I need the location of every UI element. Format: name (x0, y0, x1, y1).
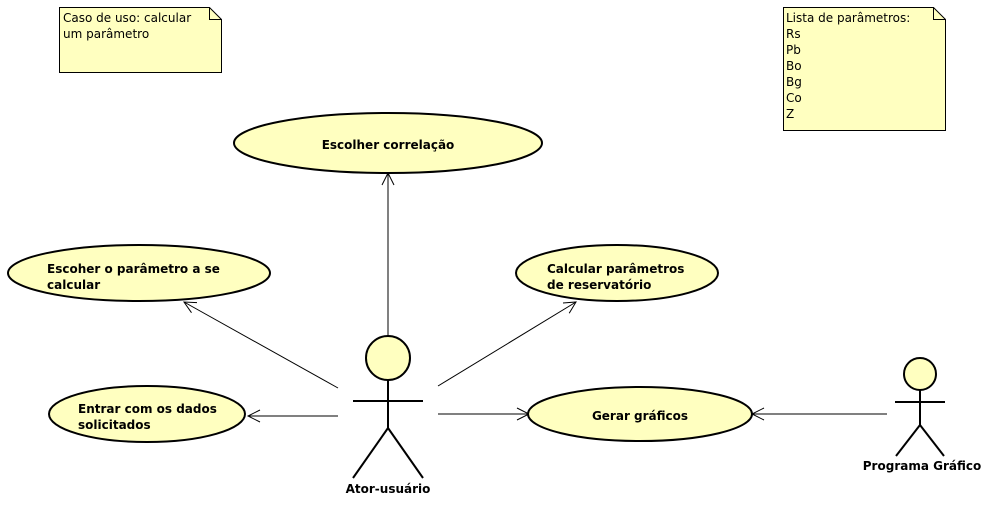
use-case-label: Gerar gráficos (592, 409, 688, 423)
actor-left-leg (352, 427, 389, 479)
param-bg: Bg (786, 75, 802, 89)
note-shape (783, 7, 946, 131)
note-line-2: um parâmetro (63, 27, 149, 41)
use-case-gerar-graficos[interactable]: Gerar gráficos (527, 386, 753, 442)
use-case-ellipse (7, 244, 271, 302)
param-rs: Rs (786, 27, 801, 41)
note-line-1: Caso de uso: calcular (63, 11, 191, 25)
use-case-entrar-dados[interactable]: Entrar com os dados solicitados (48, 385, 246, 443)
note-fold (209, 7, 222, 20)
use-case-label-2: calcular (47, 278, 100, 292)
param-pb: Pb (786, 43, 801, 57)
arrowhead (562, 301, 577, 314)
param-bo: Bo (786, 59, 802, 73)
use-case-label-1: Escoher o parâmetro a se (47, 262, 220, 276)
use-case-note: Caso de uso: calcular um parâmetro (59, 7, 222, 73)
arrowhead (183, 301, 198, 313)
param-title: Lista de parâmetros: (786, 11, 910, 25)
actor-right-leg (387, 427, 424, 479)
use-case-ellipse (515, 244, 719, 302)
note-fold (933, 7, 946, 20)
actor-label: Ator-usuário (346, 482, 431, 496)
use-case-escolher-parametro[interactable]: Escoher o parâmetro a se calcular (7, 244, 271, 302)
association-escolher-parametro (183, 301, 339, 389)
use-case-label-1: Calcular parâmetros (547, 262, 684, 276)
use-case-ellipse (233, 112, 543, 174)
use-case-ellipse (48, 385, 246, 443)
actor-programa-grafico[interactable]: Programa Gráfico (863, 357, 981, 473)
use-case-escolher-correlacao[interactable]: Escolher correlação (233, 112, 543, 174)
actor-label: Programa Gráfico (863, 459, 981, 473)
use-case-label: Escolher correlação (322, 138, 455, 152)
use-case-calcular-parametros[interactable]: Calcular parâmetros de reservatório (515, 244, 719, 302)
actor-head (903, 357, 937, 391)
associations (183, 171, 887, 423)
parameter-list-note: Lista de parâmetros: Rs Pb Bo Bg Co Z (783, 7, 946, 131)
note-shape (59, 7, 222, 73)
param-z: Z (786, 107, 794, 121)
arrowhead (246, 409, 261, 423)
actor-left-leg (895, 424, 921, 457)
use-case-ellipse (527, 386, 753, 442)
association-calcular-parametros (437, 301, 577, 387)
use-case-label-2: solicitados (78, 418, 151, 432)
use-case-label-2: de reservatório (547, 278, 651, 292)
actor-head (365, 335, 411, 381)
use-case-label-1: Entrar com os dados (78, 402, 217, 416)
actor-right-leg (919, 424, 945, 457)
actor-usuario[interactable]: Ator-usuário (346, 335, 431, 496)
param-co: Co (786, 91, 802, 105)
